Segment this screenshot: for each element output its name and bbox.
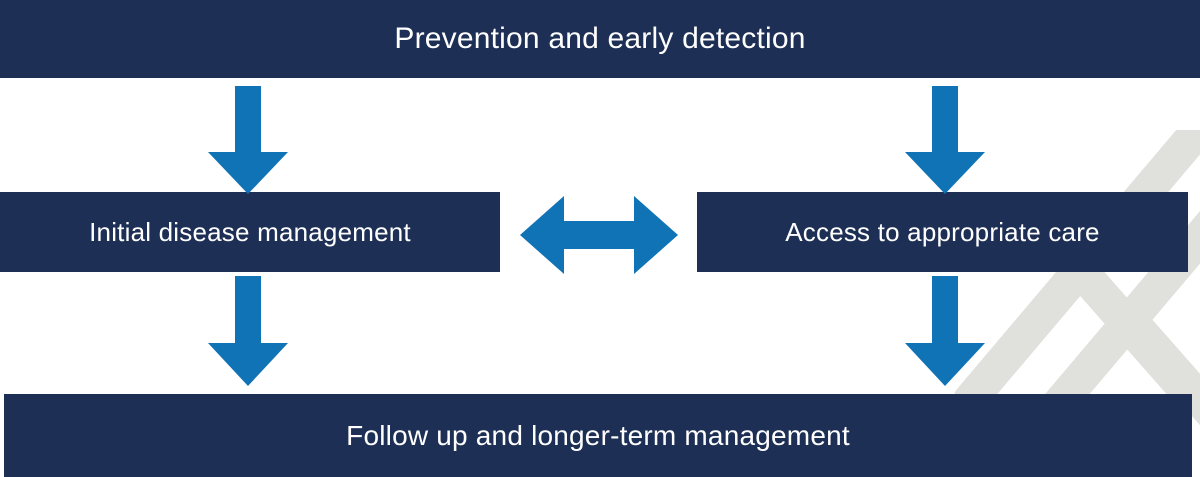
stage-label-initial-disease-management: Initial disease management bbox=[89, 216, 411, 247]
arrow-down-icon bbox=[208, 86, 288, 194]
stage-label-prevention: Prevention and early detection bbox=[394, 22, 806, 55]
stage-box-initial-disease-management: Initial disease management bbox=[0, 192, 500, 272]
arrow-down-icon bbox=[208, 276, 288, 386]
stage-label-follow-up: Follow up and longer-term management bbox=[346, 419, 850, 451]
stage-box-access-to-care: Access to appropriate care bbox=[697, 192, 1188, 272]
stage-label-access-to-care: Access to appropriate care bbox=[785, 216, 1100, 247]
arrow-down-icon bbox=[905, 276, 985, 386]
arrow-left-right-icon bbox=[520, 196, 678, 274]
stage-banner-follow-up: Follow up and longer-term management bbox=[4, 394, 1192, 477]
stage-banner-prevention: Prevention and early detection bbox=[0, 0, 1200, 78]
arrow-down-icon bbox=[905, 86, 985, 194]
